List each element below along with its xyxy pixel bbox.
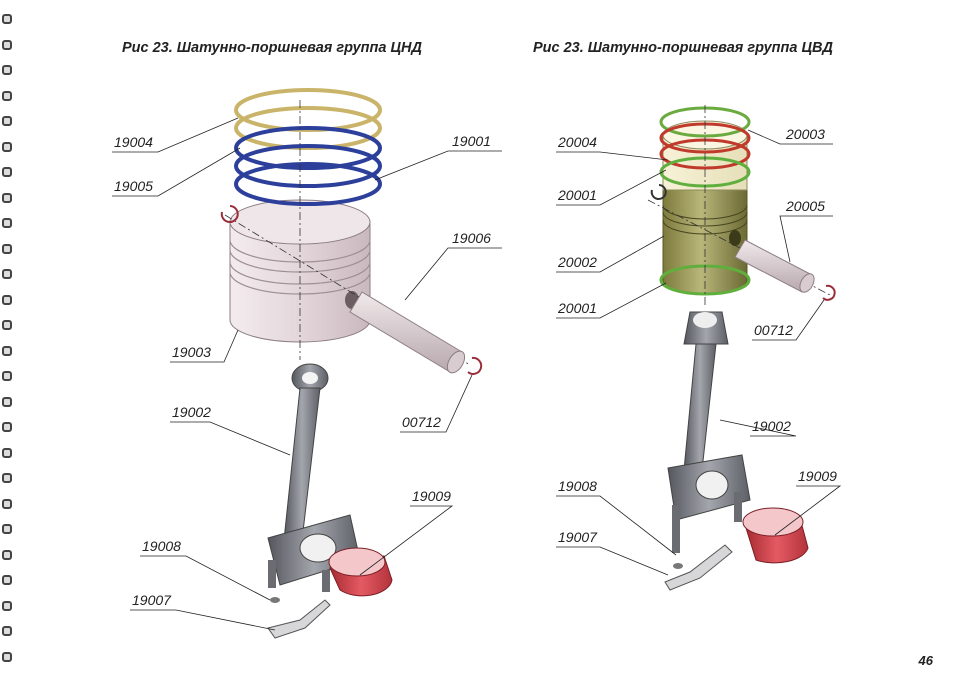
leader-lines xyxy=(112,117,842,631)
lp-piston-rings xyxy=(234,88,382,206)
binding-ring xyxy=(2,422,12,432)
binding-ring xyxy=(2,269,12,279)
binding-ring xyxy=(2,294,12,305)
callout-hp-bolt: 19008 xyxy=(558,478,597,494)
callout-lp-lock-plate: 19007 xyxy=(132,592,171,608)
binding-ring xyxy=(2,549,12,560)
callout-hp-ring-right: 20003 xyxy=(786,126,825,142)
hp-assembly xyxy=(647,105,836,591)
spiral-binding xyxy=(0,0,16,700)
binding-ring xyxy=(2,141,12,152)
lp-connecting-rod xyxy=(267,363,361,592)
callout-hp-piston: 20002 xyxy=(558,254,597,270)
binding-ring xyxy=(2,65,12,75)
hp-piston-pin xyxy=(734,239,815,293)
binding-ring xyxy=(2,116,12,126)
page-number: 46 xyxy=(918,653,933,668)
figure-title-hp: Рис 23. Шатунно-поршневая группа ЦВД xyxy=(533,40,833,56)
binding-ring xyxy=(2,39,12,50)
callout-hp-ring-top: 20004 xyxy=(558,134,597,150)
binding-ring xyxy=(2,651,12,662)
binding-ring xyxy=(2,396,12,407)
binding-ring xyxy=(2,192,12,203)
lp-assembly xyxy=(220,88,483,639)
lp-piston-pin xyxy=(349,291,466,374)
callout-hp-pin: 20005 xyxy=(786,198,825,214)
binding-ring xyxy=(2,524,12,534)
binding-ring xyxy=(2,167,12,177)
callout-lp-ring-second: 19005 xyxy=(114,178,153,194)
callout-lp-rod: 19002 xyxy=(172,404,211,420)
binding-ring xyxy=(2,473,12,483)
binding-ring xyxy=(2,90,12,101)
callout-hp-lock-plate: 19007 xyxy=(558,529,597,545)
binding-ring xyxy=(2,218,12,228)
callout-lp-bolt: 19008 xyxy=(142,538,181,554)
binding-ring xyxy=(2,14,12,24)
callout-hp-circlip: 00712 xyxy=(754,322,793,338)
callout-hp-ring-second: 20001 xyxy=(558,187,597,203)
callout-lp-pin: 19006 xyxy=(452,230,491,246)
binding-ring xyxy=(2,575,12,585)
binding-ring xyxy=(2,243,12,254)
callout-lp-ring-oil: 19001 xyxy=(452,133,491,149)
callout-lp-circlip: 00712 xyxy=(402,414,441,430)
hp-connecting-rod xyxy=(667,311,751,553)
binding-ring xyxy=(2,320,12,330)
binding-ring xyxy=(2,371,12,381)
figure-title-lp: Рис 23. Шатунно-поршневая группа ЦНД xyxy=(122,40,422,56)
callout-hp-bearing: 19009 xyxy=(798,468,837,484)
hp-bearing-shell xyxy=(742,507,809,564)
binding-ring xyxy=(2,498,12,509)
callout-lp-ring-top: 19004 xyxy=(114,134,153,150)
binding-ring xyxy=(2,345,12,356)
callout-hp-rod: 19002 xyxy=(752,418,791,434)
binding-ring xyxy=(2,447,12,458)
callout-hp-ring-bottom: 20001 xyxy=(558,300,597,316)
binding-ring xyxy=(2,626,12,636)
callout-lp-bearing: 19009 xyxy=(412,488,451,504)
lp-bearing-shell xyxy=(328,547,393,597)
callout-lp-piston: 19003 xyxy=(172,344,211,360)
binding-ring xyxy=(2,600,12,611)
